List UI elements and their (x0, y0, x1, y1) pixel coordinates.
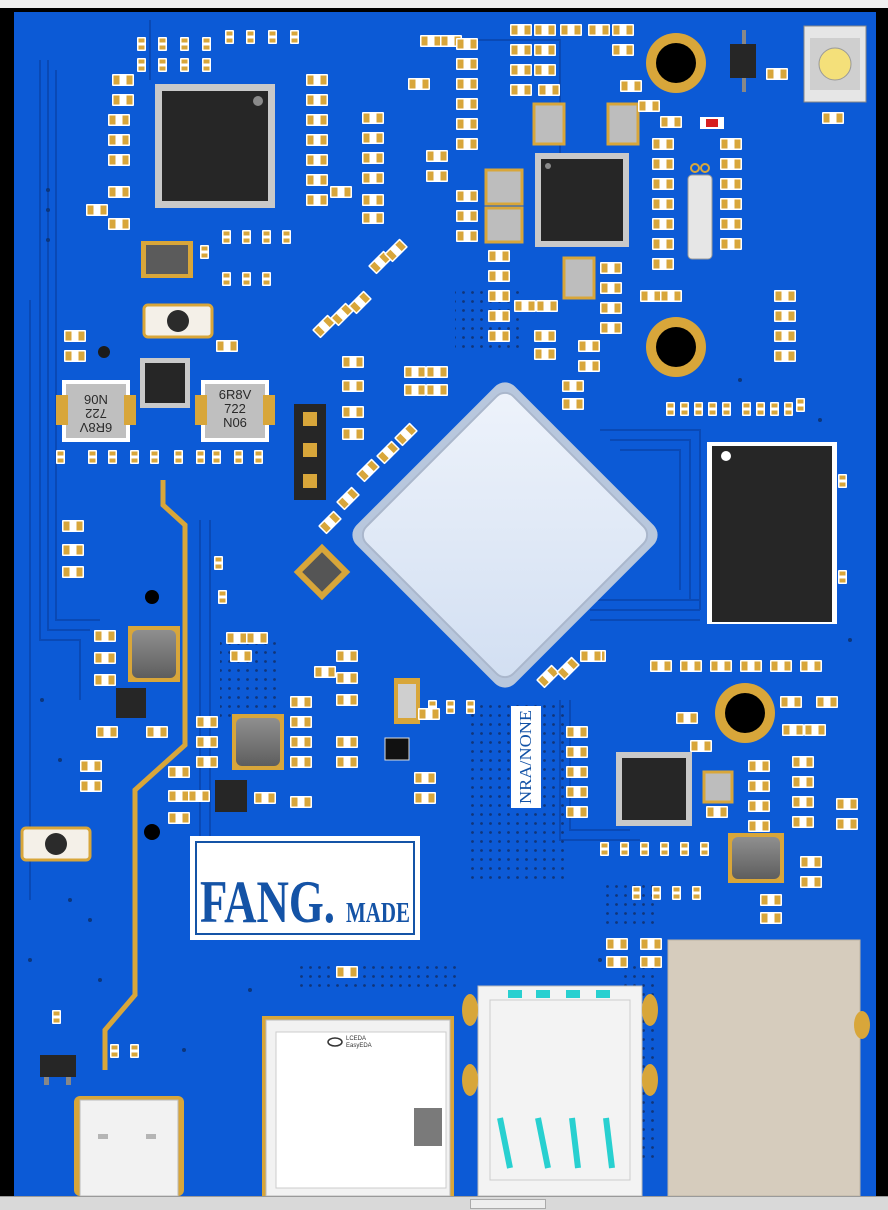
crystal-vertical (687, 163, 713, 260)
via-field (300, 960, 460, 990)
via-hole (145, 590, 159, 604)
via-hole (144, 824, 160, 840)
svg-text:MADE: MADE (346, 898, 410, 929)
sot-chip (384, 737, 410, 761)
sot-transistor (730, 30, 756, 92)
qfn-chip-top (535, 153, 629, 247)
mounting-hole (646, 33, 706, 93)
usb-c-connector (74, 1096, 184, 1196)
sot-chip (215, 780, 247, 812)
tactile-switch-icon[interactable] (20, 826, 92, 862)
led-red-die (706, 119, 718, 127)
inductor-left-label: 6R8V 722 N06 (79, 392, 112, 435)
mounting-hole (715, 683, 775, 743)
inductor-left (56, 380, 136, 442)
shielded-inductor (128, 626, 180, 682)
svg-text:LCEDA: LCEDA (346, 1036, 366, 1042)
svg-text:FANG.: FANG. (200, 869, 335, 935)
via-hole (98, 346, 110, 358)
pin-header (294, 404, 326, 500)
qfn-chip-bottom (616, 752, 692, 826)
crystal (141, 241, 193, 278)
svg-text:722: 722 (85, 406, 107, 421)
mounting-hole (646, 317, 706, 377)
svg-text:722: 722 (224, 401, 246, 416)
window-bottom-scrollbar[interactable] (0, 1196, 888, 1210)
small-chip (484, 206, 524, 244)
svg-text:N06: N06 (84, 392, 108, 407)
svg-text:6R8V: 6R8V (219, 387, 252, 402)
silkscreen-logo: FANG. MADE (190, 836, 420, 940)
reset-button-icon[interactable] (803, 25, 867, 103)
shielded-inductor (728, 833, 784, 883)
inductor-right (195, 380, 275, 442)
user-button-icon[interactable] (142, 303, 214, 339)
via-scatter (28, 188, 852, 1052)
rj45-connector (667, 939, 870, 1196)
small-chip (484, 168, 524, 206)
via-field (600, 880, 660, 930)
small-chip (702, 770, 734, 804)
pmic-chip (140, 358, 190, 408)
small-chip (606, 102, 640, 146)
sot-transistor (40, 1055, 76, 1085)
inductor-right-label: 6R8V 722 N06 (219, 387, 252, 430)
shielded-inductor (232, 714, 284, 770)
vertical-label: NRA/NONE (511, 706, 541, 808)
usb-a-connector (462, 985, 658, 1196)
svg-text:NRA/NONE: NRA/NONE (516, 710, 535, 804)
small-chip (532, 102, 566, 146)
svg-text:N06: N06 (223, 415, 247, 430)
mcu-chip (155, 84, 275, 208)
scrollbar-thumb[interactable] (470, 1199, 546, 1209)
svg-text:6R8V: 6R8V (79, 420, 112, 435)
memory-chip (707, 442, 837, 624)
svg-text:EasyEDA: EasyEDA (346, 1043, 372, 1049)
power-trace (102, 480, 188, 1070)
main-soc (352, 382, 658, 688)
microsd-slot: LCEDA EasyEDA (262, 1016, 454, 1196)
diode-body (398, 684, 416, 718)
small-chip (562, 256, 596, 300)
window-top-strip (0, 0, 888, 8)
sot-chip (116, 688, 146, 718)
